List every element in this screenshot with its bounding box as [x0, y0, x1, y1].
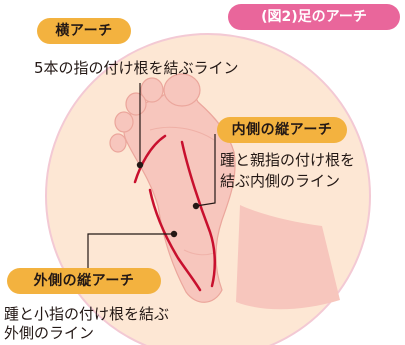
dot-medial: [192, 202, 200, 210]
medial-longitudinal-arch-line: [180, 140, 216, 288]
toe-second: [140, 77, 164, 103]
dot-lateral: [170, 230, 178, 238]
medial-arch-badge: 内側の縦アーチ: [217, 117, 347, 143]
medial-arch-description-line-2: 結ぶ内側のライン: [220, 172, 341, 190]
leader-dots: [136, 161, 200, 238]
lateral-arch-description-line-2: 外側のライン: [4, 324, 95, 342]
lateral-longitudinal-arch-line: [148, 188, 202, 292]
transverse-arch-line: [133, 134, 167, 184]
dot-transverse: [136, 161, 144, 169]
arch-lines: [133, 134, 216, 292]
toe-third: [125, 92, 147, 116]
lateral-arch-badge: 外側の縦アーチ: [7, 268, 161, 294]
ankle-shape: [236, 205, 340, 310]
transverse-arch-badge: 横アーチ: [37, 18, 131, 44]
transverse-arch-description: 5本の指の付け根を結ぶライン: [34, 59, 239, 77]
lateral-arch-description-line-1: 踵と小指の付け根を結ぶ: [4, 305, 170, 323]
foot-sole: [109, 73, 340, 310]
toe-big: [163, 73, 201, 107]
sole-shape: [123, 89, 236, 303]
leader-medial: [195, 134, 216, 207]
toe-little: [109, 133, 127, 153]
toe-fourth: [114, 111, 134, 133]
leader-lines: [87, 83, 216, 268]
title-badge: (図2)足のアーチ: [228, 4, 400, 30]
leader-lateral: [87, 233, 174, 268]
medial-arch-description-line-1: 踵と親指の付け根を: [220, 151, 356, 169]
